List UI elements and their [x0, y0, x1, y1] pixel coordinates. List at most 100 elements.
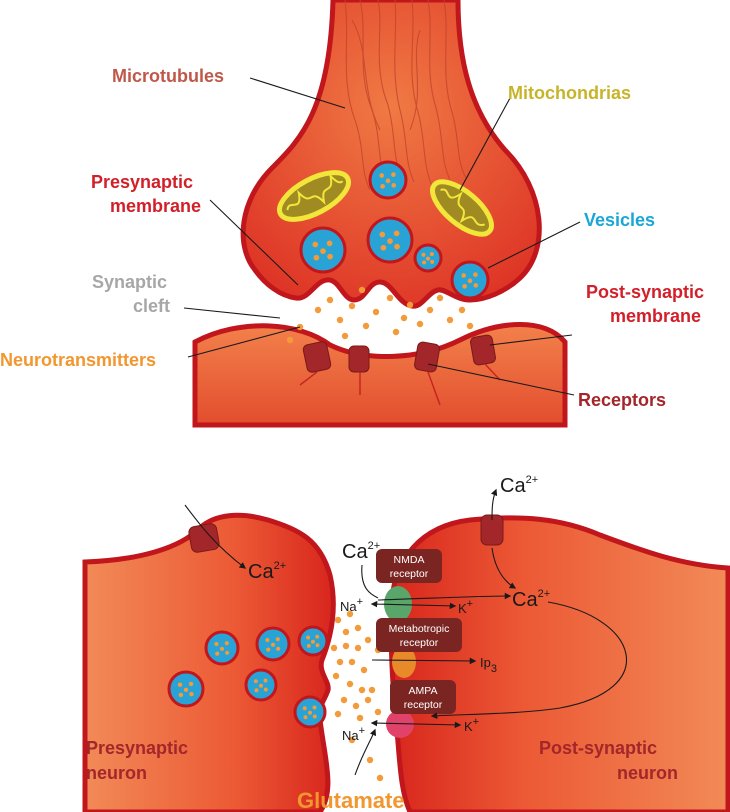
svg-text:receptor: receptor [404, 699, 443, 711]
metabotropic-receptor-shape [392, 646, 416, 678]
vesicle-group-top [299, 160, 490, 300]
label-synaptic-cleft-1: Synaptic [92, 272, 167, 292]
neurotransmitter-dot [374, 708, 382, 716]
ion-ca-top: Ca2+ [500, 474, 538, 497]
neurotransmitter-dot [342, 628, 350, 636]
neurotransmitter-dot [386, 294, 394, 302]
neurotransmitter-dot [358, 686, 366, 694]
microtubule-fibers [344, 0, 467, 191]
neurotransmitter-dot [330, 644, 338, 652]
ampa-receptor-box: AMPA receptor [390, 680, 456, 714]
neurotransmitter-dot [348, 658, 356, 666]
svg-text:Metabotropic: Metabotropic [389, 623, 450, 635]
label-postsynaptic-neuron-1: Post-synaptic [539, 738, 657, 758]
ion-ca-cleft: Ca2+ [342, 540, 380, 563]
neurotransmitter-dot [368, 686, 376, 694]
receptor [302, 341, 332, 373]
neurotransmitter-dot [314, 306, 322, 314]
metabotropic-receptor-box: Metabotropic receptor [376, 618, 462, 652]
neurotransmitter-dot [346, 680, 354, 688]
svg-text:receptor: receptor [400, 637, 439, 649]
flow-arrows [184, 488, 628, 776]
neurotransmitter-dot [340, 696, 348, 704]
neurotransmitter-dot [346, 610, 354, 618]
neurotransmitter-dot [354, 644, 362, 652]
neurotransmitter-dot [446, 316, 454, 324]
svg-text:K+: K+ [458, 598, 473, 616]
neurotransmitter-dot [362, 322, 370, 330]
channel-arrows [299, 363, 501, 406]
ion-na-upper: Na+ [340, 596, 363, 614]
svg-text:K+: K+ [464, 716, 479, 734]
neurotransmitter-dot [334, 616, 342, 624]
neurotransmitter-dot [406, 301, 414, 309]
svg-text:Na+: Na+ [340, 596, 363, 614]
receptor [470, 334, 496, 366]
label-neurotransmitters: Neurotransmitters [0, 350, 156, 370]
label-receptors: Receptors [578, 390, 666, 410]
neurotransmitter-dot [354, 624, 362, 632]
neurotransmitter-dot [392, 328, 400, 336]
vesicle-group-bottom [167, 625, 329, 729]
neurotransmitter-dot [356, 714, 364, 722]
receptor [348, 345, 370, 373]
label-postsynaptic-membrane-1: Post-synaptic [586, 282, 704, 302]
neurotransmitter-dot [336, 316, 344, 324]
neurotransmitter-dot [341, 332, 349, 340]
mitochondrion-left [277, 170, 351, 222]
neurotransmitter-dot [364, 636, 372, 644]
svg-text:Na+: Na+ [342, 725, 365, 743]
ion-ip3: Ip3 [480, 655, 497, 675]
svg-text:Ca2+: Ca2+ [500, 474, 538, 497]
label-microtubules: Microtubules [112, 66, 224, 86]
receptor-group [302, 334, 496, 373]
ion-k-lower: K+ [464, 716, 479, 734]
nmda-receptor-box: NMDA receptor [376, 549, 442, 583]
neurotransmitter-dots-top [286, 286, 474, 344]
neurotransmitter-dot [348, 736, 356, 744]
svg-text:Ca2+: Ca2+ [512, 588, 550, 611]
neurotransmitter-dot [286, 336, 294, 344]
label-mitochondrias: Mitochondrias [508, 83, 631, 103]
label-presynaptic-membrane-2: membrane [110, 196, 201, 216]
label-glutamate: Glutamate [297, 788, 405, 812]
svg-text:receptor: receptor [390, 568, 429, 580]
neurotransmitter-dot [400, 314, 408, 322]
neurotransmitter-dot [364, 696, 372, 704]
label-presynaptic-neuron-1: Presynaptic [86, 738, 188, 758]
label-postsynaptic-membrane-2: membrane [610, 306, 701, 326]
ion-ca-pre: Ca2+ [248, 560, 286, 583]
glutamate-dots [330, 610, 384, 782]
neurotransmitter-dot [458, 306, 466, 314]
neurotransmitter-dot [334, 710, 342, 718]
label-vesicles: Vesicles [584, 210, 655, 230]
top-synapse-diagram: Microtubules Mitochondrias Presynaptic m… [0, 0, 704, 428]
label-presynaptic-neuron-2: neuron [86, 763, 147, 783]
bottom-synapse-diagram: NMDA receptor Metabotropic receptor AMPA… [82, 474, 730, 812]
ion-k-upper: K+ [458, 598, 473, 616]
neurotransmitter-dot [342, 642, 350, 650]
leader-lines-top [183, 77, 581, 396]
ion-ca-post: Ca2+ [512, 588, 550, 611]
neurotransmitter-dot [376, 774, 384, 782]
label-postsynaptic-neuron-2: neuron [617, 763, 678, 783]
neurotransmitter-dot [416, 320, 424, 328]
neurotransmitter-dot [360, 666, 368, 674]
neurotransmitter-dot [348, 302, 356, 310]
neurotransmitter-dot [366, 756, 374, 764]
ion-na-lower: Na+ [342, 725, 365, 743]
mitochondrion-right [430, 179, 494, 237]
neurotransmitter-dot [436, 294, 444, 302]
neurotransmitter-dot [336, 658, 344, 666]
svg-text:NMDA: NMDA [394, 554, 425, 566]
svg-text:AMPA: AMPA [409, 685, 438, 697]
label-presynaptic-membrane-1: Presynaptic [91, 172, 193, 192]
postsynaptic-membrane-shape [192, 322, 568, 428]
svg-text:Ca2+: Ca2+ [342, 540, 380, 563]
neurotransmitter-dot [352, 702, 360, 710]
neurotransmitter-dot [332, 672, 340, 680]
neurotransmitter-dot [372, 308, 380, 316]
calcium-channel-pre [188, 523, 220, 553]
receptor [414, 341, 440, 373]
neurotransmitter-dot [358, 286, 366, 294]
